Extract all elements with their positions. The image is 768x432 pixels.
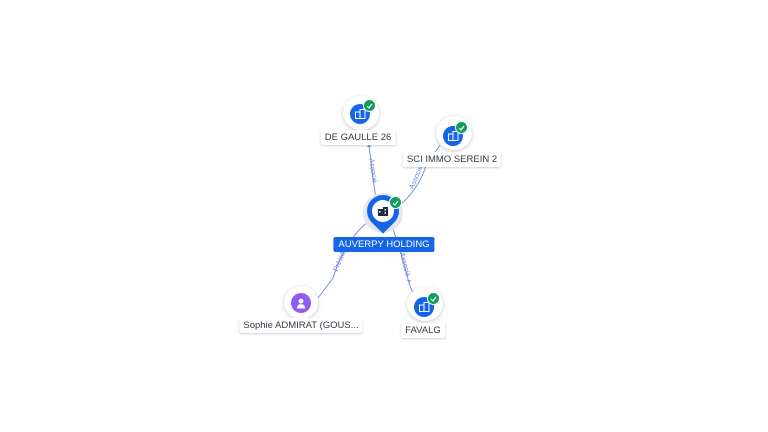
node-sci-immo-serein-2[interactable]: [436, 116, 476, 152]
edge-label-degaulle: Associé: [367, 158, 377, 183]
edge-label-favalg: Associé: [398, 252, 411, 278]
node-sophie-admirat[interactable]: [284, 286, 320, 320]
node-label[interactable]: DE GAULLE 26: [320, 130, 396, 145]
person-icon: [291, 293, 311, 313]
main-entity-label[interactable]: AUVERPY HOLDING: [333, 237, 435, 252]
node-label[interactable]: FAVALG: [401, 323, 445, 338]
edge-arrow-icon: [407, 280, 411, 283]
verified-check-icon: [363, 99, 376, 112]
verified-check-icon: [455, 121, 468, 134]
building-icon: [372, 200, 394, 222]
verified-check-icon: [389, 196, 402, 209]
node-label[interactable]: Sophie ADMIRAT (GOUS...: [239, 318, 363, 333]
verified-check-icon: [427, 292, 440, 305]
edge-degaulle: [368, 144, 377, 201]
main-entity-node[interactable]: [360, 188, 406, 239]
node-favalg[interactable]: [407, 287, 447, 323]
edge-label-serein: Associé: [409, 165, 425, 190]
node-label[interactable]: SCI IMMO SEREIN 2: [402, 152, 502, 167]
node-de-gaulle-26[interactable]: [343, 96, 383, 132]
edge-arrow-icon: [367, 144, 371, 147]
